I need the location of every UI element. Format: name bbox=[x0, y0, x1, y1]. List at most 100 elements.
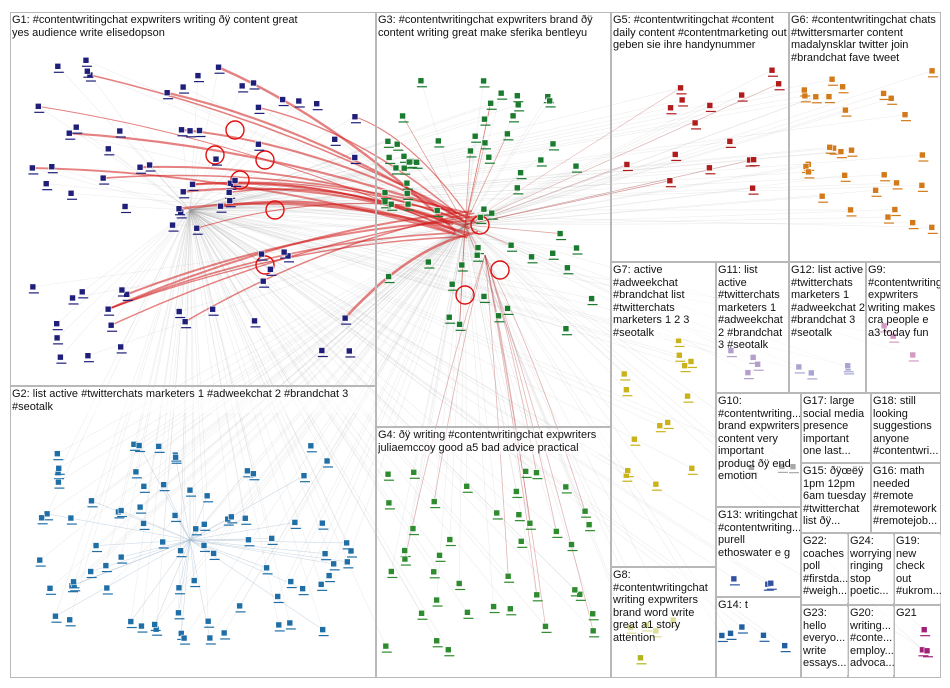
node[interactable] bbox=[295, 97, 303, 105]
node[interactable] bbox=[284, 252, 292, 260]
node[interactable] bbox=[671, 151, 679, 158]
node[interactable] bbox=[730, 575, 738, 583]
node[interactable] bbox=[258, 250, 265, 258]
node[interactable] bbox=[70, 578, 77, 586]
node[interactable] bbox=[893, 179, 900, 187]
node[interactable] bbox=[179, 83, 187, 91]
node[interactable] bbox=[572, 162, 580, 170]
node[interactable] bbox=[509, 112, 517, 120]
node[interactable] bbox=[841, 172, 848, 179]
node[interactable] bbox=[325, 572, 333, 579]
node[interactable] bbox=[268, 535, 276, 542]
node[interactable] bbox=[542, 623, 549, 630]
node[interactable] bbox=[203, 492, 211, 500]
node[interactable] bbox=[250, 470, 257, 478]
node[interactable] bbox=[382, 642, 390, 650]
node[interactable] bbox=[347, 547, 355, 555]
node[interactable] bbox=[425, 258, 432, 266]
node[interactable] bbox=[186, 486, 194, 494]
node[interactable] bbox=[826, 143, 834, 151]
node[interactable] bbox=[533, 591, 541, 599]
node[interactable] bbox=[344, 558, 351, 566]
node[interactable] bbox=[274, 593, 282, 600]
node[interactable] bbox=[624, 467, 631, 474]
node[interactable] bbox=[399, 112, 406, 120]
node[interactable] bbox=[430, 568, 438, 576]
node[interactable] bbox=[485, 153, 493, 161]
node[interactable] bbox=[175, 308, 183, 315]
node[interactable] bbox=[464, 609, 471, 616]
node[interactable] bbox=[401, 547, 408, 554]
node[interactable] bbox=[53, 334, 61, 342]
node[interactable] bbox=[677, 84, 684, 92]
node[interactable] bbox=[255, 104, 262, 111]
node[interactable] bbox=[67, 514, 75, 522]
node[interactable] bbox=[727, 630, 734, 637]
node[interactable] bbox=[136, 503, 144, 511]
node[interactable] bbox=[514, 92, 521, 100]
node[interactable] bbox=[678, 96, 686, 104]
node[interactable] bbox=[135, 442, 143, 449]
node[interactable] bbox=[210, 550, 217, 557]
node[interactable] bbox=[901, 111, 909, 118]
node[interactable] bbox=[220, 629, 228, 637]
node[interactable] bbox=[385, 499, 393, 507]
node[interactable] bbox=[29, 164, 36, 172]
node[interactable] bbox=[842, 106, 849, 114]
node[interactable] bbox=[275, 621, 283, 629]
node[interactable] bbox=[189, 181, 196, 188]
node[interactable] bbox=[217, 202, 224, 210]
node[interactable] bbox=[146, 161, 153, 169]
node[interactable] bbox=[571, 586, 579, 594]
node[interactable] bbox=[528, 253, 535, 261]
node[interactable] bbox=[801, 86, 808, 94]
node[interactable] bbox=[474, 244, 482, 251]
node[interactable] bbox=[839, 83, 846, 91]
node[interactable] bbox=[118, 286, 126, 294]
node[interactable] bbox=[681, 362, 688, 369]
node[interactable] bbox=[209, 305, 216, 313]
node[interactable] bbox=[179, 188, 187, 196]
node[interactable] bbox=[175, 609, 182, 617]
node[interactable] bbox=[84, 67, 91, 75]
node[interactable] bbox=[738, 91, 745, 99]
node[interactable] bbox=[67, 189, 75, 197]
node[interactable] bbox=[409, 525, 417, 532]
node[interactable] bbox=[828, 75, 836, 83]
node[interactable] bbox=[331, 136, 339, 143]
node[interactable] bbox=[664, 419, 671, 426]
node[interactable] bbox=[884, 213, 892, 221]
node[interactable] bbox=[467, 147, 474, 155]
node[interactable] bbox=[313, 100, 321, 107]
node[interactable] bbox=[117, 343, 124, 351]
node[interactable] bbox=[127, 618, 135, 625]
node[interactable] bbox=[481, 139, 489, 147]
node[interactable] bbox=[190, 577, 198, 584]
node[interactable] bbox=[34, 103, 42, 110]
node[interactable] bbox=[667, 104, 674, 112]
node[interactable] bbox=[433, 207, 441, 214]
node[interactable] bbox=[490, 603, 497, 610]
node[interactable] bbox=[920, 626, 928, 633]
node[interactable] bbox=[263, 564, 270, 572]
node[interactable] bbox=[488, 209, 496, 217]
node[interactable] bbox=[192, 525, 200, 533]
node[interactable] bbox=[104, 305, 112, 313]
node[interactable] bbox=[175, 205, 183, 213]
node[interactable] bbox=[38, 514, 45, 522]
node[interactable] bbox=[847, 206, 854, 214]
node[interactable] bbox=[487, 99, 494, 107]
node[interactable] bbox=[160, 481, 167, 488]
node[interactable] bbox=[504, 572, 512, 580]
node[interactable] bbox=[132, 468, 140, 476]
node[interactable] bbox=[138, 622, 145, 630]
node[interactable] bbox=[186, 127, 194, 135]
node[interactable] bbox=[121, 203, 129, 210]
node[interactable] bbox=[36, 556, 44, 564]
node[interactable] bbox=[117, 553, 125, 561]
node[interactable] bbox=[178, 126, 185, 134]
node[interactable] bbox=[323, 457, 331, 465]
node[interactable] bbox=[887, 94, 895, 102]
node[interactable] bbox=[388, 568, 395, 575]
node[interactable] bbox=[588, 295, 595, 302]
